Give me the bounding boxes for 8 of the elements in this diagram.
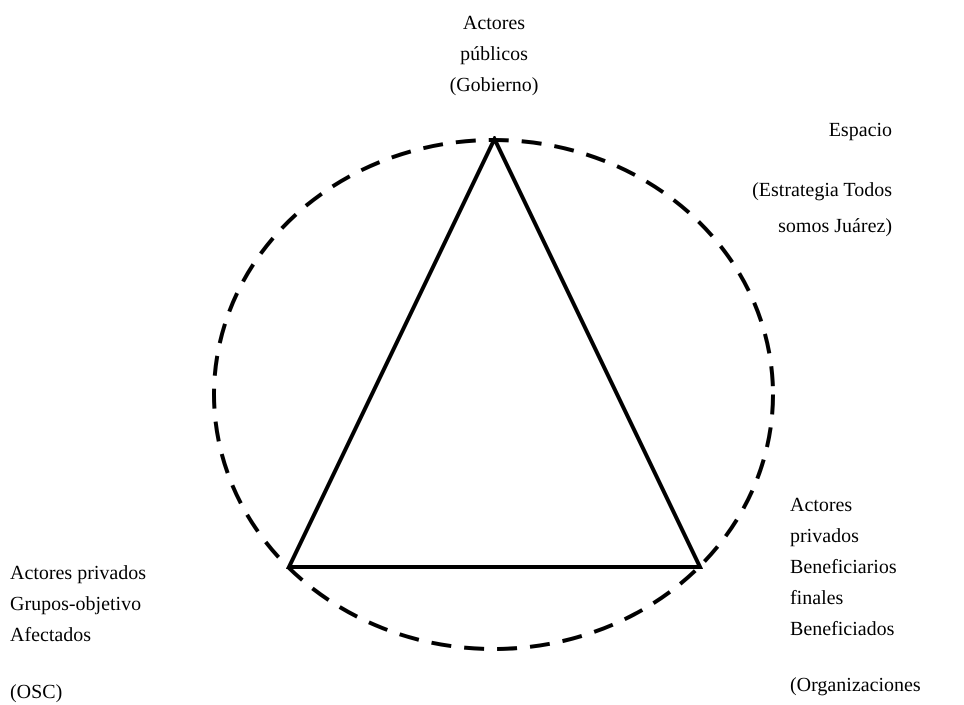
actor-label: (Organizaciones [790, 673, 921, 698]
space-label: (Estrategia Todos somos Juárez) [751, 178, 892, 239]
actor-label: Actores privados Beneficiarios finales Beneficiados [790, 493, 898, 642]
actor-label: Actores privados Grupos-objetivo Afectados [10, 561, 148, 648]
space-label: Espacio [828, 118, 892, 143]
triangle-outline [286, 136, 703, 570]
actor-label: (OSC) [10, 680, 62, 705]
actor-label: Actores públicos (Gobierno) [448, 11, 540, 98]
